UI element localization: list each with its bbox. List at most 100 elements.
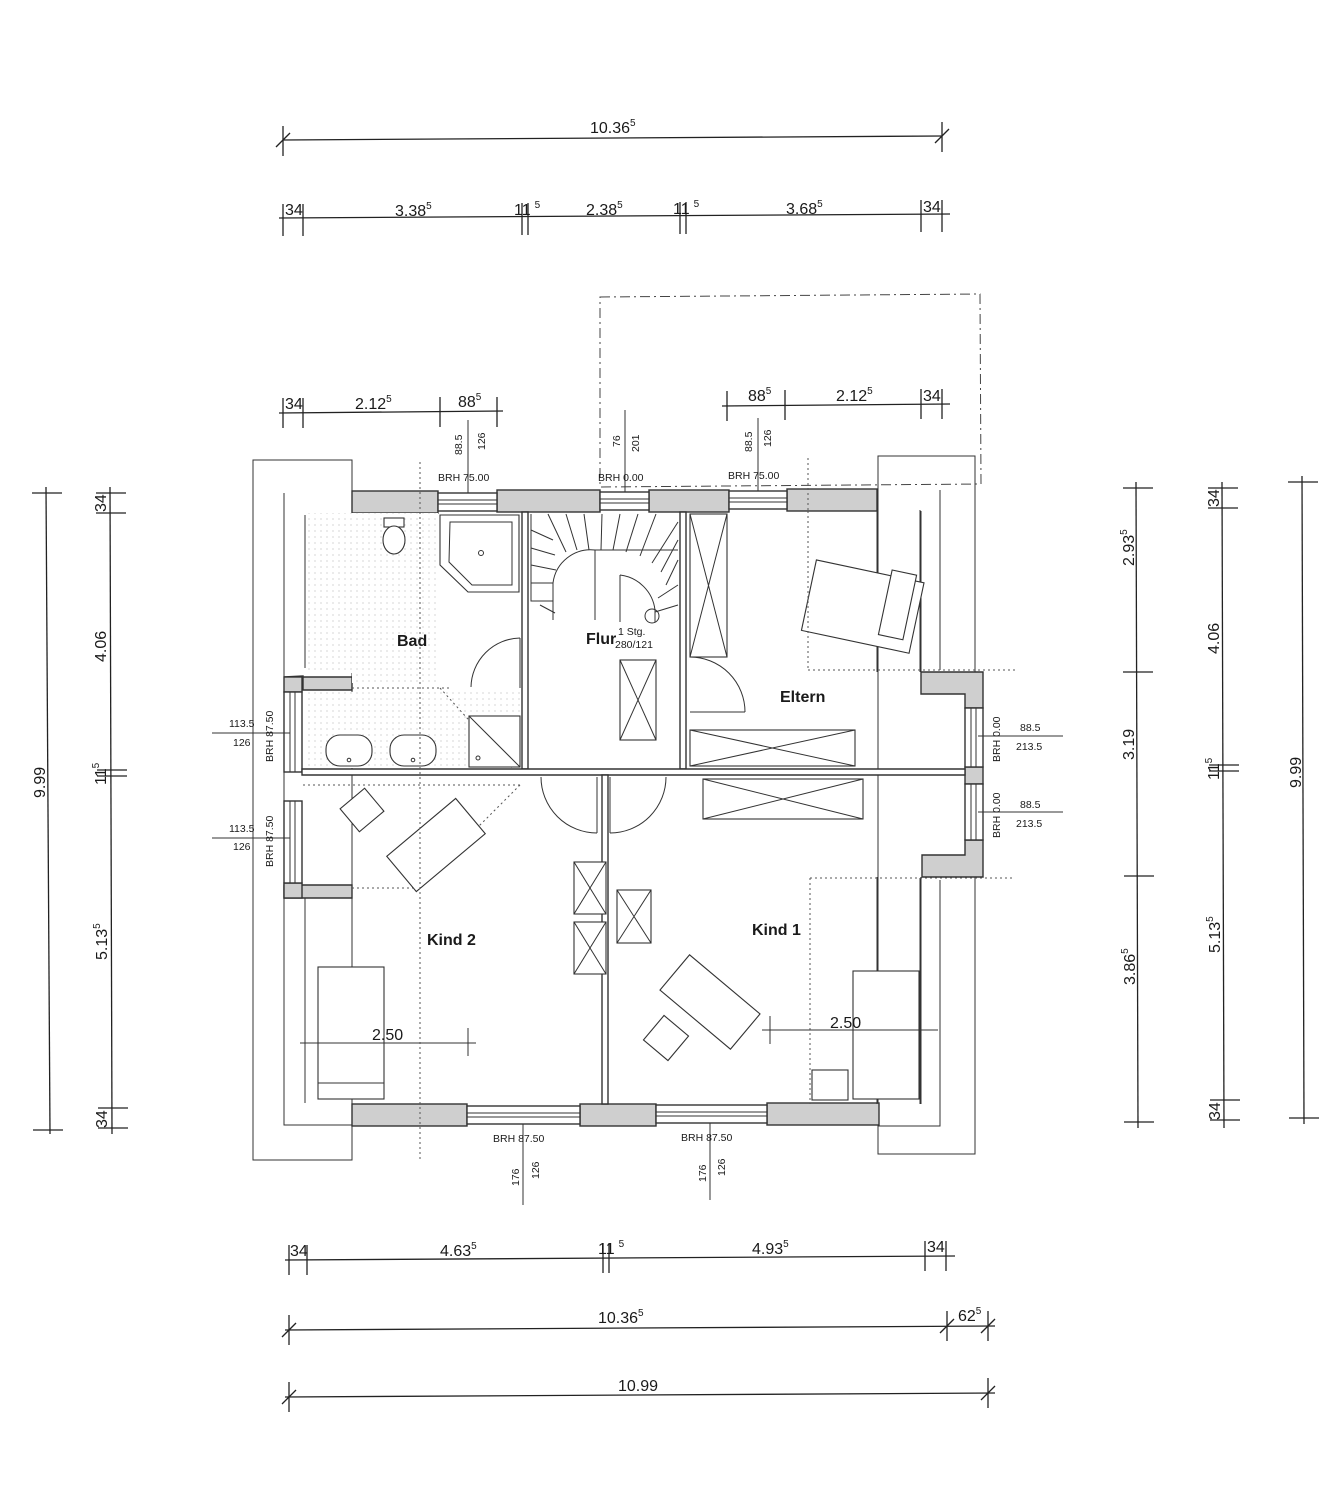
bottom-total-label: 10.365	[598, 1308, 644, 1327]
window-height-label: 126	[762, 429, 774, 447]
bottom-overall-dimension: 10.99	[281, 1378, 996, 1412]
ul-seg-2: 885	[458, 392, 482, 411]
bedroom-child-2: 2.50 Kind 2	[300, 776, 607, 1100]
window-width-label: 113.5	[229, 718, 255, 730]
window-brh-label: BRH 87.50	[264, 710, 276, 762]
balcony-outline	[599, 293, 982, 488]
left-seg-3: 5.135	[92, 923, 111, 960]
toilet-icon	[382, 517, 406, 555]
window-brh-label: BRH 0.00	[991, 716, 1003, 762]
room-label-kind2: Kind 2	[427, 932, 476, 949]
left-seg-2: 115	[91, 762, 110, 785]
ul-seg-1: 2.125	[355, 394, 392, 413]
bed-icon	[800, 559, 925, 654]
shower-icon	[468, 715, 521, 768]
top-seg-6: 34	[923, 199, 941, 216]
top-seg-0: 34	[285, 202, 303, 219]
window-left-lower: 113.5 126 BRH 87.50	[212, 800, 303, 884]
window-brh-label: BRH 75.00	[438, 472, 490, 484]
ur-seg-2: 34	[923, 388, 941, 405]
left-seg-0: 34	[93, 494, 110, 512]
right-inner-seg-0: 2.935	[1119, 529, 1138, 566]
bathroom-door-swing	[470, 637, 521, 688]
top-total-dimension: 10.365	[275, 118, 950, 156]
left-total-label: 9.99	[32, 767, 49, 798]
right-inner-seg-2: 3.865	[1120, 948, 1139, 985]
right-mid-seg-2: 115	[1204, 757, 1223, 780]
chair-icon	[339, 787, 385, 833]
stair-label-size: 280/121	[615, 639, 653, 651]
window-width-label: 76	[611, 435, 623, 447]
ur-seg-0: 885	[748, 386, 772, 405]
top-seg-3: 2.385	[586, 200, 623, 219]
right-inner-dimension: 2.935 3.19 3.865	[1119, 481, 1154, 1129]
right-mid-seg-1: 4.06	[1206, 623, 1223, 654]
top-total-label: 10.365	[590, 118, 636, 137]
window-brh-label: BRH 87.50	[264, 815, 276, 867]
kind2-width-dimension: 2.50	[300, 1027, 476, 1056]
left-seg-4: 34	[94, 1110, 111, 1128]
window-width-label: 88.5	[453, 434, 465, 455]
roof-outline	[252, 455, 976, 1161]
window-height-label: 176	[697, 1164, 709, 1182]
window-width-label: 88.5	[743, 431, 755, 452]
window-width-label: 113.5	[229, 823, 255, 835]
right-mid-dimension: 34 4.06 115 5.135 34	[1204, 481, 1240, 1129]
room-label-kind1: Kind 1	[752, 922, 801, 939]
window-height-label: 126	[233, 841, 251, 853]
window-width-label: 88.5	[1020, 722, 1041, 734]
bathroom: Bad	[306, 513, 521, 769]
bottom-seg-0: 34	[290, 1243, 308, 1260]
kind1-width-label: 2.50	[830, 1015, 861, 1032]
ur-seg-1: 2.125	[836, 386, 873, 405]
bottom-seg-4: 34	[927, 1239, 945, 1256]
upper-left-dimension: 34 2.125 885	[278, 392, 504, 428]
right-inner-seg-1: 3.19	[1121, 729, 1138, 760]
bedroom-parents: Eltern	[689, 511, 1015, 767]
top-seg-5: 3.685	[786, 199, 823, 218]
right-mid-seg-0: 34	[1206, 489, 1223, 507]
window-top-middle: BRH 0.00 76 201	[598, 410, 650, 511]
bottom-overhang-label: 625	[958, 1306, 982, 1325]
window-width-label: 126	[716, 1158, 728, 1176]
left-total-dimension: 9.99	[32, 486, 63, 1135]
bottom-total-dimension: 10.365 625	[281, 1306, 996, 1345]
room-label-bad: Bad	[397, 633, 427, 650]
window-height-label: 213.5	[1016, 741, 1042, 753]
window-left-upper: 113.5 126 BRH 87.50	[212, 691, 303, 773]
window-brh-label: BRH 0.00	[598, 472, 644, 484]
kind1-width-dimension: 2.50	[762, 1015, 938, 1044]
window-right-upper: 88.5 213.5 BRH 0.00	[964, 707, 1063, 768]
window-height-label: 213.5	[1016, 818, 1042, 830]
stair-label-steps: 1 Stg.	[618, 626, 645, 638]
right-mid-seg-4: 34	[1207, 1102, 1224, 1120]
window-height-label: 176	[510, 1168, 522, 1186]
right-mid-seg-3: 5.135	[1205, 916, 1224, 953]
bedroom-child-1: 2.50 Kind 1	[609, 776, 1015, 1104]
bed-icon	[811, 970, 920, 1101]
ul-seg-0: 34	[285, 396, 303, 413]
bottom-overall-label: 10.99	[618, 1378, 658, 1395]
window-right-lower: 88.5 213.5 BRH 0.00	[964, 783, 1063, 841]
window-brh-label: BRH 0.00	[991, 792, 1003, 838]
room-label-flur: Flur	[586, 631, 616, 648]
left-segment-dimension: 34 4.06 115 5.135 34	[91, 486, 128, 1135]
desk-icon	[659, 954, 761, 1050]
window-brh-label: BRH 87.50	[493, 1133, 545, 1145]
sink-icon	[325, 734, 437, 767]
window-width-label: 126	[530, 1161, 542, 1179]
staircase-icon	[530, 513, 679, 624]
right-total-dimension: 9.99	[1288, 475, 1319, 1125]
bottom-seg-1: 4.635	[440, 1241, 477, 1260]
window-height-label: 126	[476, 432, 488, 450]
window-top-right: BRH 75.00 88.5 126	[728, 418, 788, 510]
window-height-label: 201	[630, 434, 642, 452]
top-seg-1: 3.385	[395, 201, 432, 220]
chair-icon	[642, 1014, 690, 1062]
right-total-label: 9.99	[1288, 757, 1305, 788]
